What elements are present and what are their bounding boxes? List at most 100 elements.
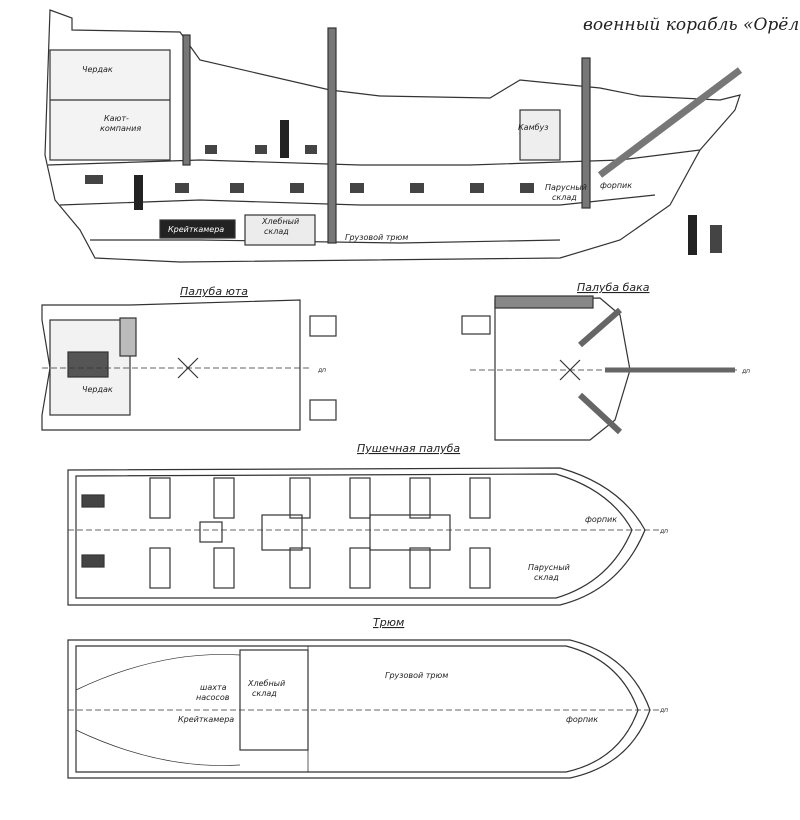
gun-bottom-4 xyxy=(349,547,371,589)
gun-deck-plan xyxy=(67,467,660,606)
poop-ladder-right-bottom xyxy=(309,399,337,421)
side-crate-room xyxy=(159,219,236,239)
side-upper-gun-2 xyxy=(255,145,267,154)
gun-bottom-1 xyxy=(149,547,171,589)
side-label-parusny-1: Парусный xyxy=(545,183,587,192)
heading-hold: Трюм xyxy=(373,616,404,629)
side-gun-row xyxy=(85,145,534,193)
poop-label-dp: дп xyxy=(317,367,326,374)
side-label-khleb-2: склад xyxy=(264,227,289,236)
forecastle-ladder xyxy=(461,315,491,335)
forecastle-label-dp: дп xyxy=(741,368,750,375)
hold-label-shakhta-2: насосов xyxy=(196,693,230,702)
side-gun-4 xyxy=(350,183,364,193)
forecastle-cathead-top xyxy=(578,307,622,348)
gun-top-5 xyxy=(409,477,431,519)
gun-bottom-5 xyxy=(409,547,431,589)
side-view xyxy=(44,9,743,263)
gun-deck-outline xyxy=(67,467,646,606)
side-upper-deck-line xyxy=(47,149,701,166)
poop-deck-plan xyxy=(41,299,337,431)
side-gun-6 xyxy=(470,183,484,193)
side-figure-stern xyxy=(134,175,143,210)
forecastle-cathead-bottom xyxy=(577,392,623,435)
side-gun-3 xyxy=(290,183,304,193)
side-label-kambuz: Камбуз xyxy=(518,123,549,132)
gun-top-1 xyxy=(149,477,171,519)
side-gun-deck-line xyxy=(59,194,656,206)
side-upper-gun-3 xyxy=(305,145,317,154)
side-hull-outline xyxy=(44,9,741,263)
side-bread-store xyxy=(244,214,316,246)
gun-label-parusny-1: Парусный xyxy=(528,563,570,572)
side-label-kreyt: Крейткамера xyxy=(168,225,224,234)
gun-label-forpik: форпик xyxy=(585,515,617,524)
forecastle-deck-plan xyxy=(461,295,740,441)
side-label-khleb-1: Хлебный xyxy=(261,217,299,226)
gun-bottom-6 xyxy=(469,547,491,589)
side-upper-gun-1 xyxy=(205,145,217,154)
heading-gun-deck: Пушечная палуба xyxy=(357,442,460,455)
hold-label-khleb-1: Хлебный xyxy=(247,679,285,688)
gun-bottom-3 xyxy=(289,547,311,589)
side-figure-scale-1 xyxy=(688,215,697,255)
side-lower-deck-line xyxy=(90,239,561,244)
hold-bilge-curve xyxy=(75,654,241,691)
gun-stern-bottom xyxy=(81,554,105,568)
gun-top-3 xyxy=(289,477,311,519)
gun-label-dp: дп xyxy=(659,528,668,535)
hold-label-forpik: форпик xyxy=(566,715,598,724)
side-label-gruzovoy: Грузовой трюм xyxy=(345,233,408,242)
hold-bread-store xyxy=(239,649,309,751)
hold-label-dp: дп xyxy=(659,707,668,714)
gun-deck-hatch-forward xyxy=(369,514,451,551)
side-galley xyxy=(519,109,561,161)
side-gun-2 xyxy=(230,183,244,193)
side-gun-1 xyxy=(175,183,189,193)
gun-stern-top xyxy=(81,494,105,508)
hold-label-khleb-2: склад xyxy=(252,689,277,698)
side-figure-scale-2 xyxy=(710,225,722,253)
hold-label-shakhta-1: шахта xyxy=(200,683,227,692)
side-label-kayut-2: компания xyxy=(100,124,141,133)
gun-deck-guns-bottom xyxy=(149,547,491,589)
gun-bottom-2 xyxy=(213,547,235,589)
poop-deck-outline xyxy=(41,299,301,431)
hold-bilge-curve-low xyxy=(75,729,241,766)
hold-outline xyxy=(67,639,651,779)
heading-forecastle-deck: Палуба бака xyxy=(577,281,650,294)
forecastle-outline xyxy=(494,297,631,441)
side-label-kayut-1: Кают- xyxy=(104,114,129,123)
gun-deck-hatch-center xyxy=(261,514,303,551)
gun-label-parusny-2: склад xyxy=(534,573,559,582)
hold-label-gruzovoy: Грузовой трюм xyxy=(385,671,448,680)
side-mizzen-mast xyxy=(182,34,191,166)
side-gun-5 xyxy=(410,183,424,193)
forecastle-top-bar xyxy=(494,295,594,309)
gun-deck-hatch-aft xyxy=(199,521,223,543)
hold-label-kreyt: Крейткамера xyxy=(178,715,234,724)
forecastle-hatch-symbol xyxy=(559,359,581,381)
side-main-mast xyxy=(327,27,337,244)
side-stern-gun xyxy=(85,175,103,184)
side-poop-cabin xyxy=(49,49,171,161)
side-figure-deck xyxy=(280,120,289,158)
ship-title: военный корабль «Орёл» xyxy=(583,15,800,35)
heading-poop-deck: Палуба юта xyxy=(180,285,248,298)
poop-wall-left xyxy=(119,317,137,357)
side-gun-7 xyxy=(520,183,534,193)
hold-plan xyxy=(67,639,660,779)
poop-ladder-right-top xyxy=(309,315,337,337)
gun-deck-guns-top xyxy=(149,477,491,519)
side-label-cherdak: Чердак xyxy=(82,65,113,74)
gun-top-4 xyxy=(349,477,371,519)
gun-top-6 xyxy=(469,477,491,519)
poop-hatch-symbol xyxy=(177,357,199,379)
poop-table xyxy=(67,351,109,378)
poop-label-cherdak: Чердак xyxy=(82,385,113,394)
gun-top-2 xyxy=(213,477,235,519)
hold-inner xyxy=(75,645,639,773)
side-label-forpik: форпик xyxy=(600,181,632,190)
side-bowsprit xyxy=(597,67,743,178)
